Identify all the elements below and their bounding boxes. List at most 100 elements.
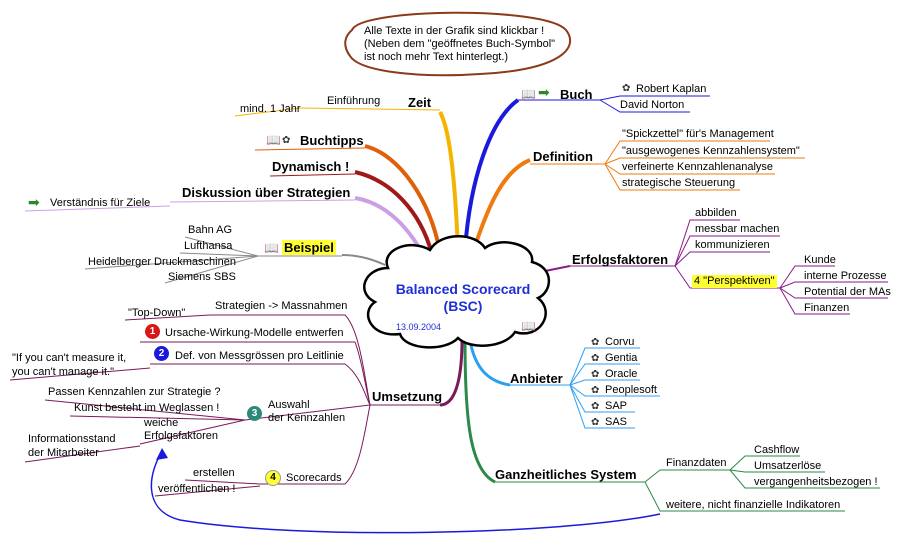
node-definition[interactable]: Definition — [533, 149, 593, 164]
gear-icon: ✿ — [591, 417, 600, 428]
node-mind-1-jahr[interactable]: mind. 1 Jahr — [240, 103, 301, 115]
branch-umsetzung — [439, 339, 464, 407]
node-auswahl-line-2[interactable]: der Kennzahlen — [268, 412, 346, 424]
note-bubble — [344, 11, 572, 77]
definition-item[interactable]: "ausgewogenes Kennzahlensystem" — [622, 145, 800, 157]
gear-icon: ✿ — [591, 369, 600, 380]
node-verstaendnis[interactable]: Verständnis für Ziele — [50, 197, 151, 209]
node-info-line-1[interactable]: Informationsstand — [28, 433, 116, 445]
crosslink-arrowhead — [156, 448, 168, 460]
perspektive-item[interactable]: interne Prozesse — [804, 270, 887, 282]
node-weiche-line-1[interactable]: weiche — [144, 417, 179, 429]
gear-icon: ✿ — [591, 401, 600, 412]
branch-ganzheitlich — [463, 339, 496, 484]
note-line-2[interactable]: (Neben dem "geöffnetes Buch-Symbol" — [364, 38, 556, 50]
branch-beispiel — [341, 254, 386, 266]
beispiel-item[interactable]: Lufthansa — [184, 240, 233, 252]
center-title-line-2[interactable]: (BSC) — [443, 298, 483, 314]
node-buchtipps[interactable]: Buchtipps — [300, 133, 364, 148]
book-icon[interactable]: 📖 — [266, 133, 281, 147]
node-strategien[interactable]: Strategien -> Massnahmen — [215, 300, 348, 312]
node-top-down[interactable]: "Top-Down" — [128, 307, 186, 319]
badge-number-3: 3 — [247, 406, 262, 421]
node-auswahl-line-1[interactable]: Auswahl — [268, 399, 310, 411]
center-date: 13.09.2004 — [396, 322, 442, 332]
gear-icon: ✿ — [282, 135, 291, 146]
node-veroeffentlichen[interactable]: veröffentlichen ! — [158, 483, 236, 495]
definition-item[interactable]: "Spickzettel" für's Management — [622, 128, 774, 140]
node-ganzheitlich[interactable]: Ganzheitliches System — [495, 467, 637, 482]
branch-buchtipps — [364, 144, 442, 253]
crosslink-arrow — [150, 451, 661, 534]
book-icon[interactable]: 📖 — [264, 241, 279, 255]
left-connectors — [9, 107, 441, 497]
arrow-right-icon: ➡ — [28, 194, 40, 210]
anbieter-item[interactable]: Oracle — [605, 368, 638, 380]
definition-item[interactable]: strategische Steuerung — [622, 177, 736, 189]
buch-author[interactable]: David Norton — [620, 99, 685, 111]
book-icon[interactable]: 📖 — [521, 87, 536, 101]
beispiel-item[interactable]: Heidelberger Druckmaschinen — [88, 256, 236, 268]
node-buch[interactable]: Buch — [560, 87, 593, 102]
node-weitere[interactable]: weitere, nicht finanzielle Indikatoren — [666, 499, 841, 511]
anbieter-item[interactable]: SAS — [605, 416, 628, 428]
node-def[interactable]: Def. von Messgrössen pro Leitlinie — [175, 350, 344, 362]
anbieter-item[interactable]: Peoplesoft — [605, 384, 657, 396]
node-umsetzung[interactable]: Umsetzung — [372, 389, 443, 404]
note-line-1[interactable]: Alle Texte in der Grafik sind klickbar ! — [364, 25, 545, 37]
perspektive-item[interactable]: Kunde — [804, 254, 836, 266]
node-passen[interactable]: Passen Kennzahlen zur Strategie ? — [48, 386, 221, 398]
buch-author[interactable]: Robert Kaplan — [636, 83, 707, 95]
erfolg-item[interactable]: messbar machen — [695, 223, 780, 235]
arrow-right-icon: ➡ — [538, 84, 550, 100]
node-measure-line-2[interactable]: you can't manage it." — [12, 366, 115, 378]
beispiel-item[interactable]: Bahn AG — [188, 224, 233, 236]
node-einfuehrung[interactable]: Einführung — [327, 95, 381, 107]
finanz-item[interactable]: Umsatzerlöse — [754, 460, 822, 472]
anbieter-item[interactable]: Corvu — [605, 336, 635, 348]
gear-icon: ✿ — [622, 83, 631, 94]
node-finanzdaten[interactable]: Finanzdaten — [666, 457, 727, 469]
gear-icon: ✿ — [591, 337, 600, 348]
node-erstellen[interactable]: erstellen — [193, 467, 235, 479]
erfolg-item[interactable]: abbilden — [695, 207, 737, 219]
center-title-line-1[interactable]: Balanced Scorecard — [395, 281, 531, 297]
erfolg-item[interactable]: kommunizieren — [695, 239, 770, 251]
branch-anbieter — [468, 339, 511, 387]
right-connectors — [495, 95, 888, 512]
node-info-line-2[interactable]: der Mitarbeiter — [28, 447, 99, 459]
node-dynamisch[interactable]: Dynamisch ! — [272, 159, 350, 174]
node-measure-line-1[interactable]: "If you can't measure it, — [12, 352, 127, 364]
node-perspektiven[interactable]: 4 "Perspektiven" — [692, 275, 777, 288]
book-icon[interactable]: 📖 — [521, 319, 536, 333]
node-scorecards[interactable]: Scorecards — [286, 472, 342, 484]
branch-definition — [471, 158, 531, 253]
anbieter-item[interactable]: SAP — [605, 400, 628, 412]
finanz-item[interactable]: Cashflow — [754, 444, 800, 456]
badge-number-4: 4 — [265, 470, 281, 486]
branch-buch — [463, 98, 520, 251]
badge-number-2: 2 — [154, 346, 169, 361]
node-kunst[interactable]: Kunst besteht im Weglassen ! — [74, 402, 220, 414]
branch-zeit — [438, 111, 460, 251]
node-weiche-line-2[interactable]: Erfolgsfaktoren — [144, 430, 218, 442]
anbieter-item[interactable]: Gentia — [605, 352, 638, 364]
gear-icon: ✿ — [591, 353, 600, 364]
center-cloud — [363, 235, 551, 349]
beispiel-item[interactable]: Siemens SBS — [168, 271, 236, 283]
badge-number-1: 1 — [145, 324, 160, 339]
node-beispiel[interactable]: Beispiel — [282, 240, 336, 255]
note-line-3[interactable]: ist noch mehr Text hinterlegt.) — [364, 51, 509, 63]
gear-icon: ✿ — [591, 385, 600, 396]
node-erfolgsfaktoren[interactable]: Erfolgsfaktoren — [572, 252, 669, 267]
node-ursache[interactable]: Ursache-Wirkung-Modelle entwerfen — [165, 327, 344, 339]
perspektive-item[interactable]: Finanzen — [804, 302, 850, 314]
perspektive-item[interactable]: Potential der MAs — [804, 286, 891, 298]
node-zeit[interactable]: Zeit — [408, 95, 432, 110]
node-anbieter[interactable]: Anbieter — [510, 371, 563, 386]
node-diskussion[interactable]: Diskussion über Strategien — [182, 185, 351, 200]
finanz-item[interactable]: vergangenheitsbezogen ! — [754, 476, 878, 488]
branch-dynamisch — [354, 170, 434, 255]
definition-item[interactable]: verfeinerte Kennzahlenanalyse — [622, 161, 774, 173]
